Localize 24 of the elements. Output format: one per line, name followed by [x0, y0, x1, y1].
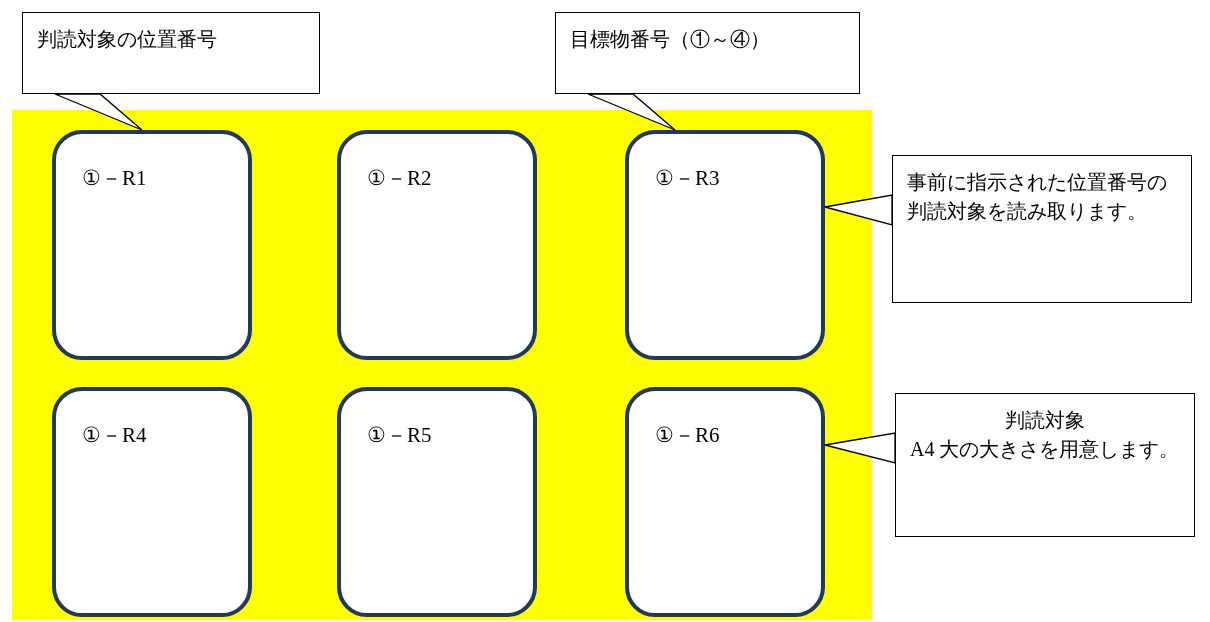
- board-panel: [12, 110, 872, 620]
- callout-text: 判読対象: [1004, 408, 1086, 433]
- card-frame: [52, 387, 252, 617]
- callout-pointer: [824, 432, 896, 464]
- callout-pointer: [587, 93, 676, 131]
- card-label: ①－R1: [82, 165, 147, 192]
- card-label: ①－R6: [655, 422, 720, 449]
- card-frame: [625, 387, 825, 617]
- card-frame: [337, 130, 537, 360]
- callout-pointer: [54, 93, 143, 131]
- speech-bubble: [892, 155, 1192, 303]
- card-label: ①－R5: [367, 422, 432, 449]
- callout-text: 判読対象の位置番号: [37, 27, 218, 52]
- card-label: ①－R3: [655, 165, 720, 192]
- card-frame: [52, 130, 252, 360]
- callout-pointer: [824, 194, 893, 226]
- callout-text: A4 大の大きさを用意します。: [910, 437, 1180, 462]
- card-label: ①－R4: [82, 422, 147, 449]
- speech-bubble: [895, 393, 1195, 537]
- card-label: ①－R2: [367, 165, 432, 192]
- callout-text: 目標物番号（①～④）: [570, 27, 771, 52]
- callout-text: 事前に指示された位置番号の判読対象を読み取ります。: [907, 170, 1168, 224]
- card-frame: [337, 387, 537, 617]
- card-frame: [625, 130, 825, 360]
